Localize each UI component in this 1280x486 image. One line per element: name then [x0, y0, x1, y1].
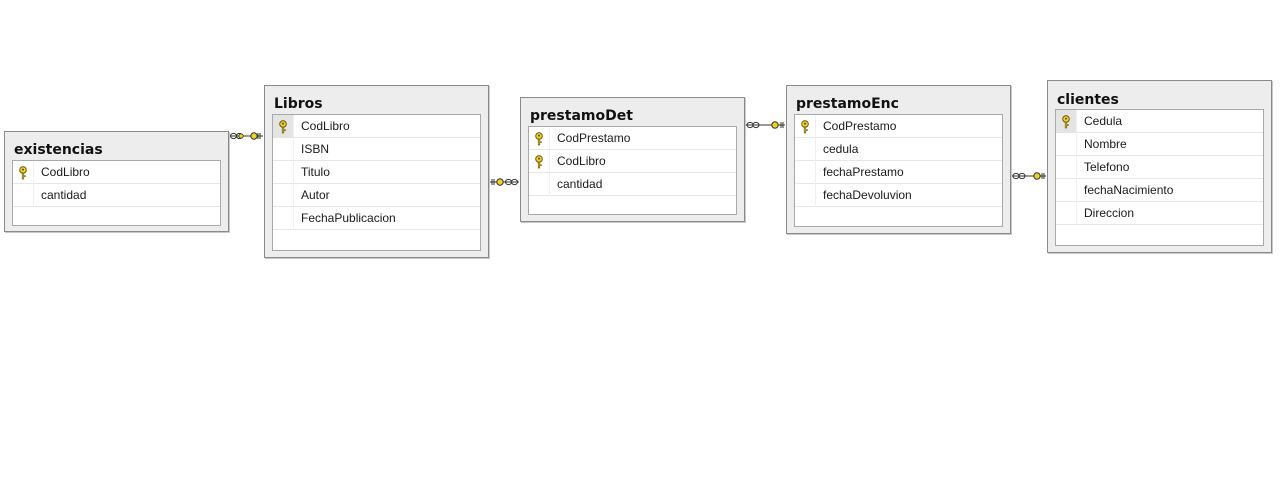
- column-row-cantidad[interactable]: cantidad: [13, 184, 220, 207]
- infinity-end-icon: [505, 178, 518, 186]
- column-name: Telefono: [1084, 160, 1130, 174]
- column-name: fechaDevoluvion: [823, 188, 912, 202]
- key-icon: [279, 119, 287, 133]
- columns-grid-prestamoenc: CodPrestamo cedula fechaPrestamo fechaDe…: [794, 114, 1003, 227]
- column-name: CodLibro: [301, 119, 350, 133]
- row-selector[interactable]: [273, 161, 294, 184]
- column-row-codlibro[interactable]: CodLibro: [273, 115, 480, 138]
- column-row-codprestamo[interactable]: CodPrestamo: [529, 127, 736, 150]
- row-selector[interactable]: [1056, 202, 1077, 225]
- columns-grid-prestamodet: CodPrestamo CodLibro cantidad: [528, 126, 737, 215]
- key-end-icon: [491, 178, 504, 186]
- row-selector[interactable]: [273, 115, 294, 138]
- column-name: CodPrestamo: [823, 119, 897, 133]
- column-row-fechaprestamo[interactable]: fechaPrestamo: [795, 161, 1002, 184]
- row-selector[interactable]: [529, 127, 550, 150]
- row-selector[interactable]: [273, 207, 294, 230]
- column-name: Titulo: [301, 165, 330, 179]
- table-prestamoenc[interactable]: prestamoEnc CodPrestamo cedula fechaPres…: [786, 85, 1011, 234]
- column-row-codlibro[interactable]: CodLibro: [13, 161, 220, 184]
- row-selector[interactable]: [795, 115, 816, 138]
- table-title-existencias: existencias: [14, 142, 103, 158]
- row-selector[interactable]: [1056, 110, 1077, 133]
- infinity-end-icon: [746, 121, 760, 129]
- column-row-telefono[interactable]: Telefono: [1056, 156, 1263, 179]
- column-row-cedula[interactable]: cedula: [795, 138, 1002, 161]
- column-name: FechaPublicacion: [301, 211, 396, 225]
- row-selector[interactable]: [1056, 133, 1077, 156]
- table-title-libros: Libros: [274, 96, 323, 112]
- key-end-icon: [1033, 172, 1045, 180]
- column-row-isbn[interactable]: ISBN: [273, 138, 480, 161]
- column-name: cedula: [823, 142, 859, 156]
- row-selector[interactable]: [1056, 156, 1077, 179]
- columns-grid-clientes: Cedula Nombre Telefono fechaNacimiento D…: [1055, 109, 1264, 246]
- infinity-end-icon: [230, 132, 243, 140]
- key-icon: [535, 131, 543, 145]
- column-row-direccion[interactable]: Direccion: [1056, 202, 1263, 225]
- key-icon: [535, 154, 543, 168]
- column-row-codlibro[interactable]: CodLibro: [529, 150, 736, 173]
- relationship-prestamoenc-clientes[interactable]: [1012, 172, 1046, 180]
- table-libros[interactable]: Libros CodLibro ISBN Titulo Autor FechaP…: [264, 85, 489, 258]
- row-selector[interactable]: [273, 184, 294, 207]
- column-name: cantidad: [557, 177, 603, 191]
- column-name: CodLibro: [41, 165, 90, 179]
- row-selector[interactable]: [795, 161, 816, 184]
- row-selector[interactable]: [273, 138, 294, 161]
- column-name: CodPrestamo: [557, 131, 631, 145]
- column-name: ISBN: [301, 142, 330, 156]
- column-row-titulo[interactable]: Titulo: [273, 161, 480, 184]
- column-name: Direccion: [1084, 206, 1135, 220]
- column-row-nombre[interactable]: Nombre: [1056, 133, 1263, 156]
- row-selector[interactable]: [13, 161, 34, 184]
- row-selector[interactable]: [795, 184, 816, 207]
- column-name: Cedula: [1084, 114, 1123, 128]
- row-selector[interactable]: [13, 184, 34, 207]
- row-selector[interactable]: [529, 173, 550, 196]
- row-selector[interactable]: [529, 150, 550, 173]
- columns-grid-libros: CodLibro ISBN Titulo Autor FechaPublicac…: [272, 114, 481, 251]
- key-icon: [1062, 114, 1070, 128]
- relationship-prestamodet-prestamoenc[interactable]: [746, 121, 785, 129]
- infinity-end-icon: [1012, 172, 1026, 180]
- table-existencias[interactable]: existencias CodLibro cantidad: [4, 131, 229, 232]
- columns-grid-existencias: CodLibro cantidad: [12, 160, 221, 226]
- row-selector[interactable]: [795, 138, 816, 161]
- column-row-fechadevoluvion[interactable]: fechaDevoluvion: [795, 184, 1002, 207]
- key-end-icon: [771, 121, 784, 129]
- column-name: fechaNacimiento: [1084, 183, 1174, 197]
- key-icon: [19, 165, 27, 179]
- column-name: CodLibro: [557, 154, 606, 168]
- column-row-autor[interactable]: Autor: [273, 184, 480, 207]
- row-selector[interactable]: [1056, 179, 1077, 202]
- column-row-cedula[interactable]: Cedula: [1056, 110, 1263, 133]
- relationship-existencias-libros[interactable]: [230, 132, 263, 140]
- table-prestamodet[interactable]: prestamoDet CodPrestamo CodLibro cantida…: [520, 97, 745, 222]
- column-row-codprestamo[interactable]: CodPrestamo: [795, 115, 1002, 138]
- table-title-clientes: clientes: [1057, 92, 1119, 108]
- column-name: fechaPrestamo: [823, 165, 904, 179]
- table-title-prestamoenc: prestamoEnc: [796, 96, 899, 112]
- column-name: Autor: [301, 188, 330, 202]
- table-clientes[interactable]: clientes Cedula Nombre Telefono fechaNac…: [1047, 80, 1272, 253]
- column-row-fechapublicacion[interactable]: FechaPublicacion: [273, 207, 480, 230]
- column-name: cantidad: [41, 188, 87, 202]
- column-row-fechanacimiento[interactable]: fechaNacimiento: [1056, 179, 1263, 202]
- relationship-libros-prestamodet[interactable]: [490, 178, 519, 186]
- column-name: Nombre: [1084, 137, 1127, 151]
- key-icon: [801, 119, 809, 133]
- key-end-icon: [250, 132, 261, 140]
- column-row-cantidad[interactable]: cantidad: [529, 173, 736, 196]
- table-title-prestamodet: prestamoDet: [530, 108, 633, 124]
